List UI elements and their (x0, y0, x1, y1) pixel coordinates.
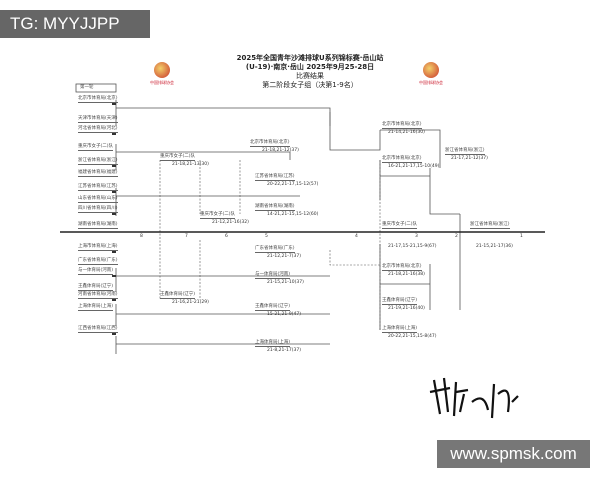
placement-number: 6 (225, 234, 228, 239)
logo-right: 中国排球协会 (414, 62, 448, 92)
placement-number: 3 (415, 234, 418, 239)
match-score: 21-14,21-16(30) (388, 130, 425, 135)
match-winner: 北京市体育局(北京) (382, 264, 422, 271)
match-score: 20-22,21-17,15-12(57) (267, 182, 319, 187)
match-winner: 王鑫体育局(辽宁) (382, 298, 418, 305)
match-winner: 浙江省体育局(浙江) (445, 148, 485, 155)
match-score: 21-15,21-17(36) (476, 244, 513, 249)
site-watermark: www.spmsk.com (437, 440, 590, 468)
match-number-box (112, 103, 116, 105)
match-score: 21-18,21-12(37) (262, 148, 299, 153)
match-winner: 王鑫体育局(辽宁) (160, 292, 196, 299)
logo-text: 中国排球协会 (150, 80, 174, 85)
team-entry: 王鑫体育局(辽宁) (78, 284, 114, 291)
match-score: 21-19,21-16(40) (388, 306, 425, 311)
team-entry: 河南省体育局(河南) (78, 292, 118, 299)
match-winner: 北京市体育局(北京) (382, 156, 422, 163)
team-entry: 四川省体育局(四川) (78, 206, 118, 213)
match-score: 14-21,21-15,15-12(60) (267, 212, 319, 217)
team-entry: 北京市体育局(北京) (78, 96, 118, 103)
logo-text: 中国排球协会 (419, 80, 443, 85)
doc-stage-label: 第二阶段女子组（决第1-9名） (262, 81, 358, 89)
watermark-label: TG: MYYJJPP (0, 10, 150, 38)
match-score: 15-21,21-9(47) (267, 312, 301, 317)
team-entry: 河北省体育局(河北) (78, 126, 118, 133)
placement-number: 1 (520, 234, 523, 239)
team-entry: 上海市体育局(上海) (78, 244, 118, 251)
placement-number: 2 (455, 234, 458, 239)
logo-left: 中国排球协会 (145, 62, 179, 92)
team-entry: 江苏省体育局(江苏) (78, 184, 118, 191)
placement-number: 7 (185, 234, 188, 239)
match-winner: 北京市体育局(北京) (250, 140, 290, 147)
logo-emblem (423, 62, 439, 78)
match-winner: 重庆市女子(二)队 (200, 212, 236, 219)
match-number-box (112, 251, 116, 253)
match-winner: 广东省体育局(广东) (255, 246, 295, 253)
signature (429, 377, 519, 419)
team-entry: 福建省体育局(福建) (78, 170, 118, 177)
match-winner: 与一体育局(河南) (255, 272, 291, 279)
match-score: 21-16,21-21(29) (172, 300, 209, 305)
team-entry: 与一体育局(河南) (78, 268, 114, 275)
team-entry: 重庆市女子(二)队 (78, 144, 114, 151)
match-score: 16-21,21-17,15-10(49) (388, 164, 440, 169)
placement-number: 5 (265, 234, 268, 239)
team-entry: 湖南省体育局(湖南) (78, 222, 118, 229)
match-number-box (112, 333, 116, 335)
team-entry: 江西省体育局(江西) (78, 326, 118, 333)
match-score: 21-18,21-13(30) (172, 162, 209, 167)
team-entry: 上海体育局(上海) (78, 304, 114, 311)
match-score: 21-17,21-12(37) (451, 156, 488, 161)
match-winner: 重庆市女子(二)队 (382, 222, 418, 229)
team-entry: 浙江省体育局(浙江) (78, 158, 118, 165)
match-winner: 浙江省体育局(浙江) (470, 222, 510, 229)
team-entry: 山东省体育局(山东) (78, 196, 118, 203)
match-number-box (112, 165, 116, 167)
placement-number: 8 (140, 234, 143, 239)
match-winner: 湖南省体育局(湖南) (255, 204, 295, 211)
match-score: 21-8,21-17(37) (267, 348, 301, 353)
match-number-box (112, 133, 116, 135)
match-score: 21-12,21-7(37) (267, 254, 301, 259)
round-header: 第一轮 (80, 85, 94, 90)
doc-subtitle: (U-19)·南京·岳山 2025年9月25-28日 (245, 63, 375, 71)
placement-number: 4 (355, 234, 358, 239)
team-entry: 广东省体育局(广东) (78, 258, 118, 265)
logo-emblem (154, 62, 170, 78)
match-score: 21-18,21-16(38) (388, 272, 425, 277)
doc-result-label: 比赛结果 (296, 72, 324, 80)
match-score: 21-15,21-10(37) (267, 280, 304, 285)
match-score: 21-17,15-21,15-9(67) (388, 244, 437, 249)
match-winner: 北京市体育局(北京) (382, 122, 422, 129)
team-entry: 天津市体育局(天津) (78, 116, 118, 123)
match-winner: 上海体育局(上海) (382, 326, 418, 333)
match-number-box (112, 191, 116, 193)
match-number-box (112, 299, 116, 301)
match-winner: 上海体育局(上海) (255, 340, 291, 347)
match-number-box (112, 213, 116, 215)
match-winner: 江苏省体育局(江苏) (255, 174, 295, 181)
match-number-box (112, 275, 116, 277)
doc-title: 2025年全国青年沙滩排球U系列锦标赛·岳山站 (236, 54, 384, 62)
match-score: 21-12,21-16(32) (212, 220, 249, 225)
match-winner: 王鑫体育局(辽宁) (255, 304, 291, 311)
match-winner: 重庆市女子(二)队 (160, 154, 196, 161)
match-score: 20-22,21-15,15-8(47) (388, 334, 437, 339)
